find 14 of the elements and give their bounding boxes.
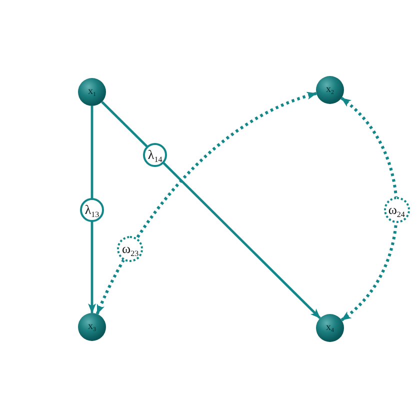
arrow (340, 96, 398, 322)
sphere-node (316, 76, 344, 104)
sphere-node (316, 314, 344, 342)
edge-label: λ$_{13}$ (80, 198, 104, 222)
node-label: x$_{3}$ (88, 322, 96, 332)
sphere-node (78, 78, 106, 106)
arrow (88, 106, 96, 314)
edge-label: λ$_{14}$ (143, 142, 168, 167)
node-label: x$_{2}$ (326, 84, 334, 96)
node-label: x$_{4}$ (326, 322, 334, 334)
edge-label: ω$_{23}$ (117, 236, 144, 262)
sphere-node (78, 313, 106, 341)
node-label: x$_{1}$ (88, 86, 96, 98)
edge-label: ω$_{24}$ (384, 196, 410, 223)
